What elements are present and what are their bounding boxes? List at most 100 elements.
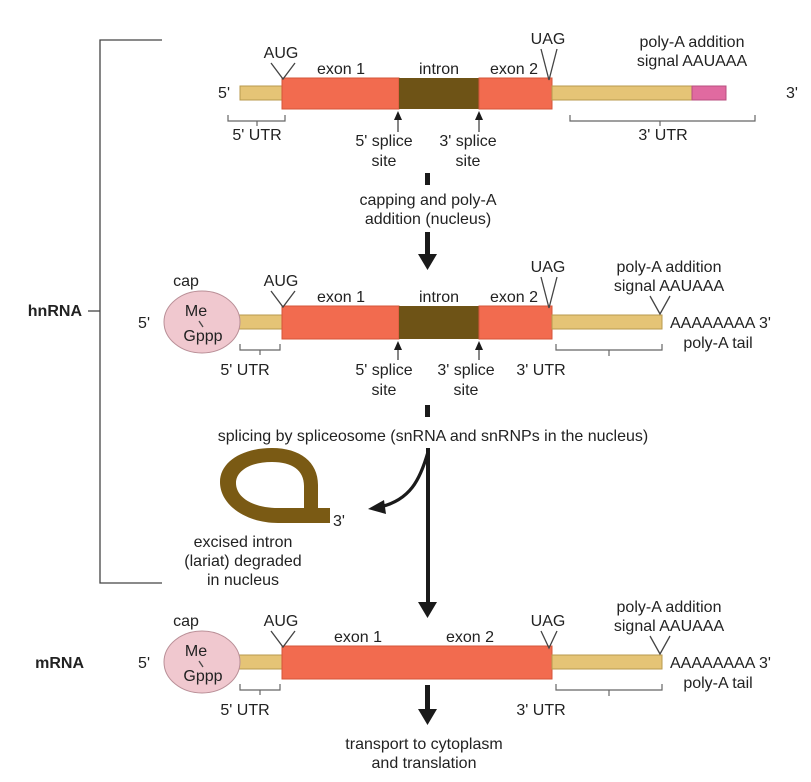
row2-intron-label: intron [419, 289, 459, 306]
row2-uag-label: UAG [531, 259, 566, 276]
row2-splice5-line1: 5' splice [355, 362, 412, 379]
row2-aug-label: AUG [264, 273, 299, 290]
row2-cap-icon [163, 290, 241, 354]
row3-utr3 [551, 654, 663, 670]
row3-polya-signal-mark [649, 635, 671, 656]
row1-splice5-line2: site [372, 153, 397, 170]
row3-polya-tail-label: poly-A tail [683, 675, 752, 692]
row3-utr5-bracket [239, 684, 281, 691]
row2-cap-label: cap [173, 273, 199, 290]
row3-cap-bond [198, 660, 204, 668]
row1-intron [399, 78, 479, 109]
step1-arrow-tail [425, 173, 430, 185]
row3-cap-me: Me [185, 643, 207, 660]
row1-splice3-line2: site [456, 153, 481, 170]
row1-splice3-pointer-head [475, 111, 483, 120]
row3-uag-mark [540, 630, 558, 650]
step1-arrow-head [418, 254, 437, 270]
row2-polya-tail-label: poly-A tail [683, 335, 752, 352]
row1-polya-signal [691, 85, 727, 101]
row2-splice3-line2: site [454, 382, 479, 399]
row3-transcript: mRNA 5' Me Gppp cap AAAAAAAA 3' poly-A t… [35, 599, 771, 719]
row2-transcript: 5' Me Gppp cap AAAAAAAA 3' poly-A tail A… [138, 259, 771, 399]
row3-exon2-label: exon 2 [446, 629, 494, 646]
row3-cap-gppp: Gppp [183, 668, 222, 685]
row3-aug-label: AUG [264, 613, 299, 630]
step2-branch-curve [379, 451, 430, 509]
row3-utr5-label: 5' UTR [220, 702, 269, 719]
excised-intron-line1: excised intron [194, 534, 293, 551]
row1-exon1 [281, 77, 400, 110]
row3-polya-tail: AAAAAAAA 3' [670, 655, 771, 672]
row2-utr5-bracket [239, 344, 281, 351]
row3-polya-signal-line1: poly-A addition [617, 599, 722, 616]
lariat-icon [220, 448, 330, 523]
hnrna-label: hnRNA [28, 303, 83, 320]
row1-intron-label: intron [419, 61, 459, 78]
step3-transport-line2: and translation [372, 755, 477, 772]
row2-exon1-label: exon 1 [317, 289, 365, 306]
row1-splice5-pointer-head [394, 111, 402, 120]
step2-arrow-head [418, 602, 437, 618]
row2-splice5-pointer-head [394, 341, 402, 350]
step2-splicing-label: splicing by spliceosome (snRNA and snRNP… [218, 428, 648, 445]
row2-utr3-bracket [555, 344, 663, 351]
row1-three-prime: 3' [786, 85, 798, 102]
mrna-label: mRNA [35, 655, 84, 672]
row2-splice3-line1: 3' splice [437, 362, 494, 379]
row1-exon2-label: exon 2 [490, 61, 538, 78]
excised-intron-line3: in nucleus [207, 572, 279, 589]
row2-aug-mark [270, 290, 296, 309]
row3-utr3-label: 3' UTR [516, 702, 565, 719]
row2-cap-gppp: Gppp [183, 328, 222, 345]
row1-splice3-line1: 3' splice [439, 133, 496, 150]
row3-exon1-label: exon 1 [334, 629, 382, 646]
row2-five-prime: 5' [138, 315, 150, 332]
row1-aug-label: AUG [264, 45, 299, 62]
lariat-three-prime: 3' [333, 513, 345, 530]
step1-capping-line2: addition (nucleus) [365, 211, 491, 228]
step2-arrow-tail [425, 405, 430, 417]
step1-arrow-shaft [425, 232, 430, 256]
row1-uag-label: UAG [531, 31, 566, 48]
row1-polya-signal-line2: signal AAUAAA [637, 53, 748, 70]
row1-utr3-bracket [569, 115, 756, 122]
row2-polya-signal-mark [649, 295, 671, 316]
row1-aug-mark [270, 62, 296, 81]
row1-exon2 [478, 77, 553, 110]
row2-exon2 [478, 305, 553, 340]
step1-capping-line1: capping and poly-A [360, 192, 497, 209]
row2-utr3-label: 3' UTR [516, 362, 565, 379]
row2-uag-mark [540, 276, 558, 309]
row3-exons [281, 645, 553, 680]
row1-utr5-label: 5' UTR [232, 127, 281, 144]
row2-splice3-pointer-head [475, 341, 483, 350]
excised-intron-line2: (lariat) degraded [184, 553, 301, 570]
row1-utr5-bracket [227, 115, 286, 122]
row3-cap-icon [163, 630, 241, 694]
row3-cap-label: cap [173, 613, 199, 630]
row2-utr5-label: 5' UTR [220, 362, 269, 379]
row3-aug-mark [270, 630, 296, 649]
row1-polya-signal-line1: poly-A addition [640, 34, 745, 51]
row2-cap-me: Me [185, 303, 207, 320]
row3-uag-label: UAG [531, 613, 566, 630]
row3-five-prime: 5' [138, 655, 150, 672]
step3-arrow-head [418, 709, 437, 725]
row2-exon1 [281, 305, 400, 340]
row2-utr3 [551, 314, 663, 330]
row2-splice5-line2: site [372, 382, 397, 399]
row1-transcript: 5' 3' AUG exon 1 intron exon 2 UAG poly-… [218, 31, 798, 170]
row2-exon2-label: exon 2 [490, 289, 538, 306]
row1-utr5 [239, 85, 283, 101]
row2-polya-signal-line2: signal AAUAAA [614, 278, 725, 295]
row1-utr3-label: 3' UTR [638, 127, 687, 144]
row1-splice5-line1: 5' splice [355, 133, 412, 150]
row1-exon1-label: exon 1 [317, 61, 365, 78]
step3-arrow-shaft [425, 685, 430, 711]
row2-polya-signal-line1: poly-A addition [617, 259, 722, 276]
step2-branch-head [368, 500, 386, 514]
row2-intron [399, 306, 479, 339]
